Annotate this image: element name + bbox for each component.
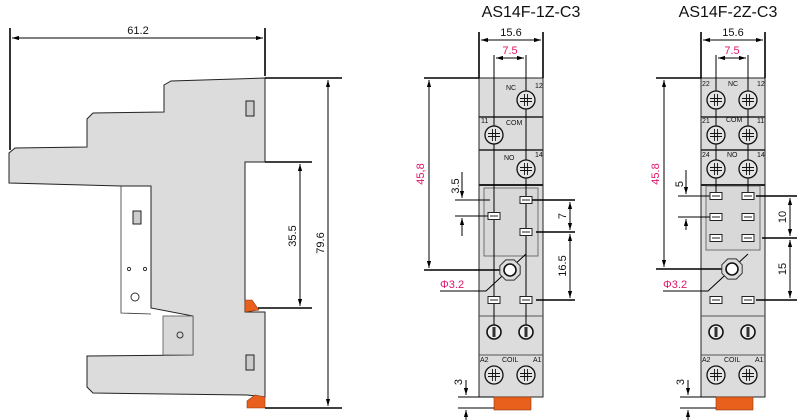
- model-title-1z: AS14F-1Z-C3: [482, 4, 581, 21]
- mount-hole-icon: [725, 262, 739, 276]
- din-clip-lower: [246, 394, 266, 409]
- screw-cross-icon: [710, 369, 722, 381]
- screw-cross-icon: [742, 94, 754, 106]
- screw-slot-icon: [524, 327, 528, 337]
- screw-slot-icon: [746, 327, 750, 337]
- side-pinhole: [126, 266, 132, 272]
- screw-cross-icon: [710, 94, 722, 106]
- terminal-screw-icon: [738, 365, 758, 385]
- screw-cross-icon: [488, 129, 500, 141]
- hardware-marks: [484, 90, 758, 385]
- terminal-screw-icon: [484, 365, 504, 385]
- mount-hole-icon: [503, 263, 517, 277]
- terminal-label-a2: A2: [702, 357, 711, 364]
- terminal-label-11: 11: [757, 118, 764, 125]
- terminal-label-24: 24: [702, 152, 710, 159]
- terminal-screw-icon: [516, 90, 536, 110]
- dim-hole-2z: Φ3.2: [663, 279, 687, 291]
- screw-cross-icon: [710, 129, 722, 141]
- dim-mount-2z: 15: [777, 263, 789, 275]
- side-screw: [130, 292, 140, 302]
- dim-width-label: 61.2: [127, 25, 148, 37]
- screw-cross-icon: [520, 369, 532, 381]
- terminal-label-a2: A2: [480, 357, 489, 364]
- dim-mount-1z: 16.5: [557, 255, 569, 276]
- terminal-screw-icon: [484, 125, 504, 145]
- screw-cross-icon: [742, 163, 754, 175]
- dim-width-2z: 15.6: [722, 27, 743, 39]
- dim-pin-spacing-1z: 7: [557, 213, 569, 219]
- dim-rail-label: 35.5: [287, 225, 299, 246]
- terminal-label-com: COM: [506, 120, 523, 127]
- side-lower-block: [162, 315, 194, 356]
- terminal-label-14: 14: [757, 152, 765, 159]
- dim-base-1z: 3: [453, 379, 465, 385]
- terminal-screw-icon: [738, 90, 758, 110]
- terminal-labels-1z: NC 12 11 COM NO 14 A2 COIL A1: [480, 83, 543, 364]
- terminal-label-12: 12: [757, 81, 765, 88]
- terminal-screw-icon: [516, 365, 536, 385]
- screw-cross-icon: [742, 369, 754, 381]
- dim-height-1z: 45,8: [415, 163, 427, 184]
- dim-height-label: 79.6: [315, 232, 327, 253]
- screw-slot-icon: [492, 327, 496, 337]
- screw-cross-icon: [488, 369, 500, 381]
- terminal-screw-icon: [706, 90, 726, 110]
- front-view-1z: AS14F-1Z-C3 15.6 7.5 45,8 3.5 7 16.5 Φ3.…: [415, 4, 580, 420]
- terminal-screw-icon: [706, 159, 726, 179]
- model-title-2z: AS14F-2Z-C3: [679, 4, 778, 21]
- terminal-label-nc: NC: [506, 85, 516, 92]
- terminal-screw-icon: [706, 125, 726, 145]
- terminal-label-a1: A1: [755, 357, 764, 364]
- screw-cross-icon: [710, 163, 722, 175]
- terminal-label-11: 11: [481, 118, 488, 125]
- terminal-label-a1: A1: [533, 357, 542, 364]
- terminal-label-14: 14: [535, 152, 543, 159]
- side-pinhole: [142, 266, 148, 272]
- terminal-screw-icon: [706, 365, 726, 385]
- terminal-label-no: NO: [504, 155, 515, 162]
- dim-width-1z: 15.6: [500, 27, 521, 39]
- dim-pin-offset-1z: 3.5: [450, 178, 462, 193]
- terminal-label-12: 12: [535, 83, 543, 90]
- screw-cross-icon: [520, 94, 532, 106]
- terminal-screw-icon: [738, 125, 758, 145]
- screw-slot-icon: [714, 327, 718, 337]
- terminal-label-nc: NC: [728, 81, 738, 88]
- terminal-label-22: 22: [702, 81, 710, 88]
- dim-height-2z: 45.8: [650, 163, 662, 184]
- side-hole: [176, 331, 184, 339]
- din-clip-2z: [715, 396, 754, 411]
- terminal-label-21: 21: [702, 118, 710, 125]
- screw-cross-icon: [742, 129, 754, 141]
- terminal-screw-icon: [738, 159, 758, 179]
- terminal-label-coil: COIL: [502, 357, 518, 364]
- terminal-labels-2z: 22 NC 12 21 COM 11 24 NO 14 A2 COIL A1: [702, 81, 765, 364]
- dim-pin-offset-2z: 5: [674, 181, 686, 187]
- din-clip-1z: [493, 396, 532, 411]
- side-slot-top: [245, 100, 255, 117]
- screw-cross-icon: [520, 163, 532, 175]
- din-clip-upper: [244, 299, 260, 313]
- dim-base-2z: 3: [675, 379, 687, 385]
- dim-pitch-1z: 7.5: [502, 45, 517, 57]
- terminal-screw-icon: [516, 159, 536, 179]
- terminal-label-no: NO: [727, 152, 738, 159]
- terminal-label-com: COM: [726, 117, 743, 124]
- dim-pin-spacing-2z: 10: [777, 211, 789, 223]
- side-slot-bottom: [245, 354, 255, 371]
- side-view: 61.2 35.5 79.6: [8, 25, 342, 409]
- side-slot-mid: [132, 210, 142, 225]
- terminal-label-coil: COIL: [724, 357, 740, 364]
- dim-hole-1z: Φ3.2: [440, 279, 464, 291]
- dim-pitch-2z: 7.5: [724, 45, 739, 57]
- side-inner-panel: [120, 186, 152, 315]
- side-body: [8, 77, 266, 398]
